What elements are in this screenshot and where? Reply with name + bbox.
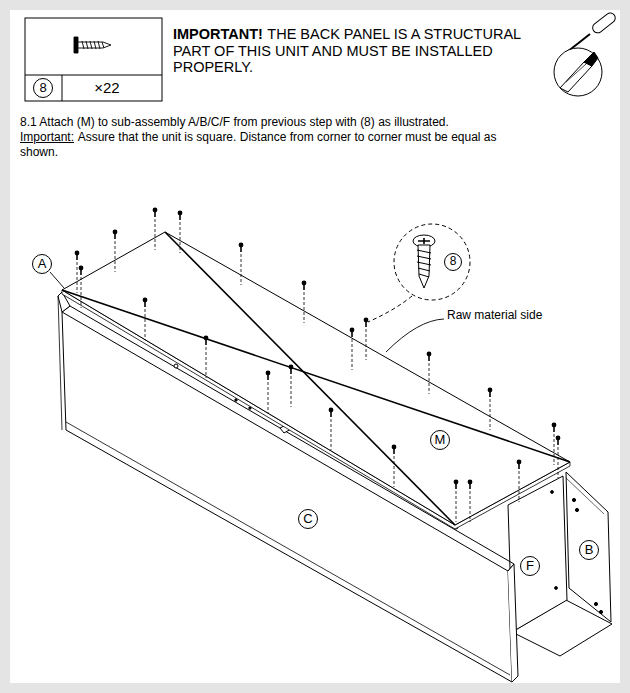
callout-number: 8 <box>444 253 462 271</box>
quantity-label: ×22 <box>94 80 119 97</box>
callout-number: 8 <box>33 78 53 98</box>
part-letter: B <box>579 540 599 560</box>
warning-block: IMPORTANT!THE BACK PANEL IS A STRUCTURAL… <box>173 26 551 76</box>
screw-set <box>75 208 561 522</box>
side-panel-b <box>566 472 611 622</box>
zoom-detail <box>368 224 470 322</box>
diagonal-line <box>62 290 570 462</box>
part-letter: F <box>520 556 540 576</box>
instruction-block: 8.1 Attach (M) to sub-assembly A/B/C/F f… <box>20 115 502 160</box>
part-letter: M <box>430 430 450 450</box>
material-note: Raw material side <box>447 309 542 322</box>
leader-line <box>50 272 444 352</box>
hardware-box <box>25 18 162 101</box>
step-instruction: 8.1 Attach (M) to sub-assembly A/B/C/F f… <box>20 115 502 130</box>
back-panel-m <box>62 232 570 529</box>
screw-icon <box>74 37 111 53</box>
part-letter: A <box>32 254 52 274</box>
note-heading: Important: <box>20 130 74 144</box>
part-letter: C <box>298 509 318 529</box>
warning-heading: IMPORTANT! <box>173 26 263 42</box>
screwdriver-icon <box>554 11 617 96</box>
panel-f <box>508 476 567 632</box>
note-text: Assure that the unit is square. Distance… <box>20 130 497 159</box>
